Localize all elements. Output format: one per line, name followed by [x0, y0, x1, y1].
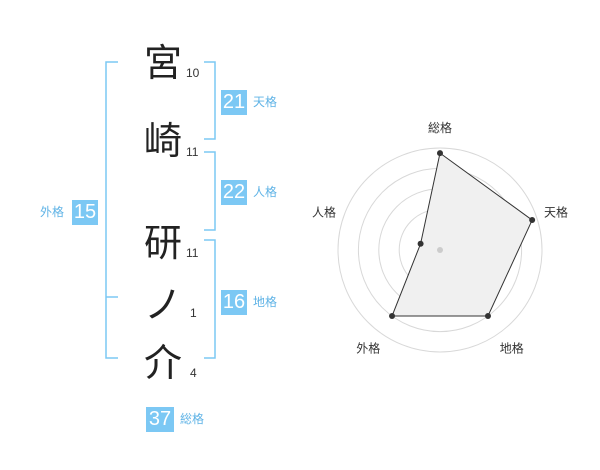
jinkaku-label: 人格 [253, 185, 278, 199]
radar-point-2 [529, 217, 536, 224]
jinkaku-value: 22 [221, 180, 247, 205]
stroke-count-1: 10 [186, 66, 200, 80]
radar-axis-label: 外格 [356, 341, 380, 356]
chikaku-label: 地格 [253, 295, 278, 309]
tenkaku-label: 天格 [253, 95, 278, 109]
chikaku-value: 16 [221, 290, 247, 315]
radar-axis-label: 総格 [428, 120, 452, 135]
radar-center [437, 247, 443, 253]
jinkaku-bracket [204, 151, 216, 231]
gaikaku-label: 外格 [40, 205, 65, 219]
radar-axis-label: 天格 [544, 204, 568, 219]
radar-polygon [391, 152, 533, 317]
soukaku-value: 37 [146, 407, 174, 432]
name-char-3: 研 [143, 221, 182, 265]
radar-point-5 [417, 240, 424, 247]
tenkaku-bracket [204, 61, 216, 140]
name-char-5: 介 [143, 341, 182, 385]
name-char-1: 宮 [143, 41, 182, 85]
radar-point-1 [437, 150, 443, 157]
stroke-count-5: 4 [190, 366, 197, 380]
soukaku-label: 総格 [180, 412, 205, 426]
tenkaku-value: 21 [221, 90, 247, 115]
stroke-count-4: 1 [190, 306, 197, 320]
radar-axis-label: 人格 [312, 204, 336, 219]
gaikaku-bracket [105, 61, 118, 359]
stroke-count-2: 11 [186, 145, 199, 159]
name-char-2: 崎 [143, 119, 182, 163]
name-char-4: ノ [143, 283, 182, 327]
gaikaku-value: 15 [72, 200, 98, 225]
radar-axis-label: 地格 [500, 341, 524, 356]
stroke-count-3: 11 [186, 246, 199, 260]
radar-point-4 [389, 313, 396, 320]
chikaku-bracket [204, 239, 216, 359]
radar-point-3 [484, 313, 491, 320]
radar-grid-ring [337, 147, 543, 353]
